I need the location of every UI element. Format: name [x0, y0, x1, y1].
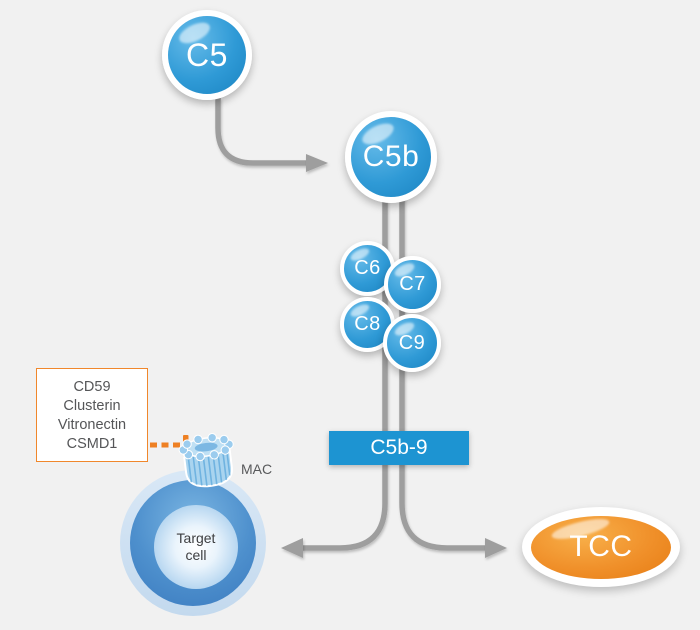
node-c5b-9-label: C5b-9 — [370, 436, 428, 459]
node-tcc-label: TCC — [569, 530, 633, 563]
inhibitor-item-csmd1: CSMD1 — [66, 436, 118, 452]
node-c9-label: C9 — [398, 331, 426, 354]
pathway-line-right — [399, 196, 486, 551]
inhibitor-item-clusterin: Clusterin — [63, 398, 121, 414]
node-tcc: TCC — [522, 507, 680, 587]
inhibitor-box: CD59 Clusterin Vitronectin CSMD1 — [36, 368, 148, 462]
node-tcc-body: TCC — [531, 514, 671, 579]
target-cell-label-line1: Target — [176, 530, 216, 546]
mac-label: MAC — [241, 461, 273, 477]
node-c7: C7 — [384, 256, 441, 313]
node-c9: C9 — [383, 314, 441, 372]
arrowhead-to-tcc — [485, 538, 507, 558]
pathway-line-left — [302, 196, 388, 551]
target-cell-body: Target cell — [154, 505, 238, 589]
node-c5: C5 — [162, 10, 252, 100]
node-c5b: C5b — [345, 111, 437, 203]
arrowhead-to-c5b — [306, 154, 328, 172]
arrowhead-to-target-cell — [281, 538, 303, 558]
node-c5b-9: C5b-9 — [329, 431, 469, 465]
node-c5-label: C5 — [186, 36, 228, 73]
mac-pore-icon — [178, 433, 234, 488]
node-c7-label: C7 — [399, 273, 426, 295]
inhibitor-item-cd59: CD59 — [73, 379, 111, 395]
target-cell-label-line2: cell — [185, 547, 207, 563]
node-c6-label: C6 — [354, 257, 381, 279]
inhibitor-item-vitronectin: Vitronectin — [57, 417, 127, 433]
node-c8-label: C8 — [354, 313, 381, 335]
node-c5b-label: C5b — [362, 140, 420, 173]
arrow-c5-to-c5b — [215, 98, 307, 166]
